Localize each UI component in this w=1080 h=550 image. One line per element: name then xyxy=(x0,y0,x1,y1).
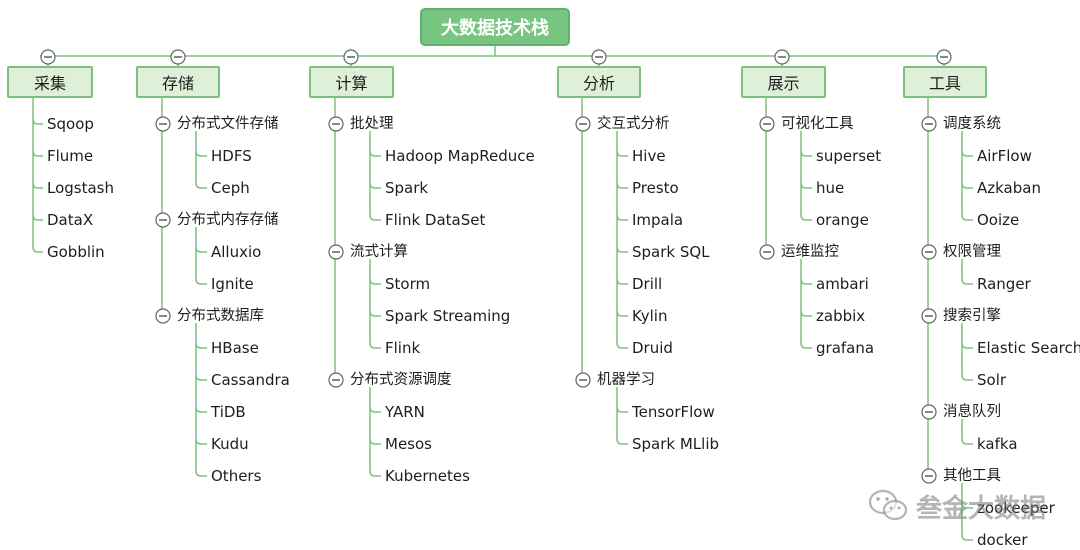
leaf-spark-sql[interactable]: Spark SQL xyxy=(632,243,710,261)
group-message-queue[interactable]: 消息队列 xyxy=(943,404,1001,420)
leaf-tidb[interactable]: TiDB xyxy=(211,403,246,421)
category-fenxi[interactable]: 分析 xyxy=(557,66,641,98)
leaf-storm[interactable]: Storm xyxy=(385,275,431,293)
leaf-kudu[interactable]: Kudu xyxy=(211,435,249,453)
collapse-toggle-gongju-group-3[interactable] xyxy=(921,404,937,420)
leaf-flink-dataset[interactable]: Flink DataSet xyxy=(385,211,486,229)
leaf-cassandra[interactable]: Cassandra xyxy=(211,371,290,389)
leaf-drill[interactable]: Drill xyxy=(632,275,663,293)
leaf-druid[interactable]: Druid xyxy=(632,339,673,357)
collapse-toggle-category-3[interactable] xyxy=(591,49,607,65)
group-dist-database[interactable]: 分布式数据库 xyxy=(177,308,264,324)
root-node[interactable]: 大数据技术栈 xyxy=(420,8,570,46)
leaf-orange[interactable]: orange xyxy=(816,211,869,229)
collapse-toggle-gongju-group-4[interactable] xyxy=(921,468,937,484)
leaf-spark-streaming[interactable]: Spark Streaming xyxy=(385,307,511,325)
collapse-toggle-fenxi-group-0[interactable] xyxy=(575,116,591,132)
group-search-engine[interactable]: 搜索引擎 xyxy=(943,308,1001,324)
leaf-datax[interactable]: DataX xyxy=(47,211,94,229)
leaf-yarn[interactable]: YARN xyxy=(385,403,425,421)
group-resource-scheduling[interactable]: 分布式资源调度 xyxy=(350,372,452,388)
leaf-presto[interactable]: Presto xyxy=(632,179,679,197)
collapse-toggle-gongju-group-1[interactable] xyxy=(921,244,937,260)
category-caiji[interactable]: 采集 xyxy=(7,66,93,98)
collapse-toggle-fenxi-group-1[interactable] xyxy=(575,372,591,388)
collapse-toggle-gongju-group-0[interactable] xyxy=(921,116,937,132)
category-jisuan[interactable]: 计算 xyxy=(309,66,394,98)
collapse-toggle-zhanshi-group-1[interactable] xyxy=(759,244,775,260)
leaf-grafana[interactable]: grafana xyxy=(816,339,875,357)
leaf-docker[interactable]: docker xyxy=(977,531,1028,549)
leaf-ooize[interactable]: Ooize xyxy=(977,211,1020,229)
group-ops-monitoring[interactable]: 运维监控 xyxy=(781,244,839,260)
leaf-mesos[interactable]: Mesos xyxy=(385,435,432,453)
collapse-toggle-gongju-group-2[interactable] xyxy=(921,308,937,324)
watermark-text: 叁金大数据 xyxy=(916,493,1047,524)
leaf-ranger[interactable]: Ranger xyxy=(977,275,1031,293)
leaf-hive[interactable]: Hive xyxy=(632,147,666,165)
collapse-toggle-cunchu-group-2[interactable] xyxy=(155,308,171,324)
leaf-gobblin[interactable]: Gobblin xyxy=(47,243,105,261)
group-dist-memory-storage[interactable]: 分布式内存存储 xyxy=(177,212,279,228)
leaf-zabbix[interactable]: zabbix xyxy=(816,307,866,325)
leaf-tensorflow[interactable]: TensorFlow xyxy=(632,403,715,421)
leaf-airflow[interactable]: AirFlow xyxy=(977,147,1032,165)
leaf-spark-mllib[interactable]: Spark MLlib xyxy=(632,435,720,453)
group-scheduler[interactable]: 调度系统 xyxy=(943,116,1001,132)
leaf-hdfs[interactable]: HDFS xyxy=(211,147,252,165)
leaf-zookeeper[interactable]: zookeeper xyxy=(977,499,1055,517)
group-interactive-analysis[interactable]: 交互式分析 xyxy=(597,116,670,132)
group-streaming[interactable]: 流式计算 xyxy=(350,244,408,260)
leaf-alluxio[interactable]: Alluxio xyxy=(211,243,262,261)
collapse-toggle-jisuan-group-0[interactable] xyxy=(328,116,344,132)
leaf-ambari[interactable]: ambari xyxy=(816,275,869,293)
leaf-flink[interactable]: Flink xyxy=(385,339,421,357)
collapse-toggle-category-4[interactable] xyxy=(774,49,790,65)
collapse-toggle-category-5[interactable] xyxy=(936,49,952,65)
leaf-spark[interactable]: Spark xyxy=(385,179,429,197)
group-permissions[interactable]: 权限管理 xyxy=(943,244,1001,260)
leaf-logstash[interactable]: Logstash xyxy=(47,179,115,197)
leaf-kafka[interactable]: kafka xyxy=(977,435,1018,453)
collapse-toggle-zhanshi-group-0[interactable] xyxy=(759,116,775,132)
collapse-toggle-category-2[interactable] xyxy=(343,49,359,65)
collapse-toggle-cunchu-group-1[interactable] xyxy=(155,212,171,228)
leaf-hue[interactable]: hue xyxy=(816,179,845,197)
group-other-tools[interactable]: 其他工具 xyxy=(943,468,1001,484)
group-visualization[interactable]: 可视化工具 xyxy=(781,116,854,132)
leaf-flume[interactable]: Flume xyxy=(47,147,94,165)
leaf-kubernetes[interactable]: Kubernetes xyxy=(385,467,470,485)
leaf-hadoop-mapreduce[interactable]: Hadoop MapReduce xyxy=(385,147,535,165)
group-machine-learning[interactable]: 机器学习 xyxy=(597,372,655,388)
category-gongju[interactable]: 工具 xyxy=(903,66,987,98)
leaf-sqoop[interactable]: Sqoop xyxy=(47,115,94,133)
leaf-elastic-search[interactable]: Elastic Search xyxy=(977,339,1080,357)
leaf-ignite[interactable]: Ignite xyxy=(211,275,254,293)
leaf-hbase[interactable]: HBase xyxy=(211,339,259,357)
leaf-azkaban[interactable]: Azkaban xyxy=(977,179,1041,197)
watermark: 叁金大数据 xyxy=(868,486,1046,526)
category-cunchu[interactable]: 存储 xyxy=(136,66,220,98)
collapse-toggle-jisuan-group-2[interactable] xyxy=(328,372,344,388)
collapse-toggle-category-1[interactable] xyxy=(170,49,186,65)
group-dist-file-storage[interactable]: 分布式文件存储 xyxy=(177,116,279,132)
leaf-ceph[interactable]: Ceph xyxy=(211,179,250,197)
wechat-icon xyxy=(868,489,908,521)
leaf-impala[interactable]: Impala xyxy=(632,211,684,229)
leaf-kylin[interactable]: Kylin xyxy=(632,307,668,325)
group-batch[interactable]: 批处理 xyxy=(350,116,394,132)
collapse-toggle-category-0[interactable] xyxy=(40,49,56,65)
collapse-toggle-cunchu-group-0[interactable] xyxy=(155,116,171,132)
category-zhanshi[interactable]: 展示 xyxy=(741,66,826,98)
collapse-toggle-jisuan-group-1[interactable] xyxy=(328,244,344,260)
leaf-superset[interactable]: superset xyxy=(816,147,882,165)
leaf-others[interactable]: Others xyxy=(211,467,262,485)
leaf-solr[interactable]: Solr xyxy=(977,371,1007,389)
